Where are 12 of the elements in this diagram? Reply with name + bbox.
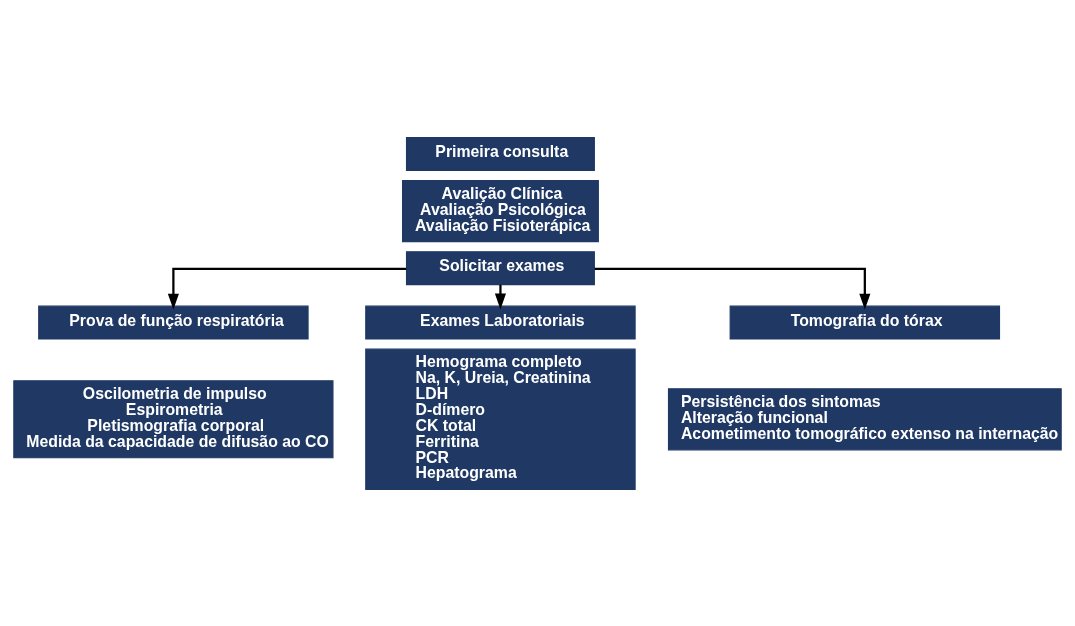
node-box: Hemograma completo Na, K, Ureia, Creatinina LDH D-dímero CK total Ferritina PCR Hepatograma <box>365 348 636 490</box>
arrow <box>494 284 506 309</box>
node-box: Avalição Clínica Avaliação Psicológica Avaliação Fisioterápica <box>402 179 599 242</box>
arrow <box>167 267 407 310</box>
node-box: Tomografia do tórax <box>729 305 1001 340</box>
node-box: Solicitar exames <box>405 250 595 285</box>
node-box: Exames Laboratoriais <box>365 305 636 340</box>
node-box: Oscilometria de impulso Espirometria Pletismografia corporal Medida da capacidade de difusão ao CO <box>13 379 334 458</box>
node-box: Persistência dos sintomas Alteração funcional Acometimento tomográfico extenso na internação <box>667 387 1062 450</box>
arrow <box>594 267 871 310</box>
node-box: Prova de função respiratória <box>38 305 309 340</box>
node-box: Primeira consulta <box>405 136 595 171</box>
